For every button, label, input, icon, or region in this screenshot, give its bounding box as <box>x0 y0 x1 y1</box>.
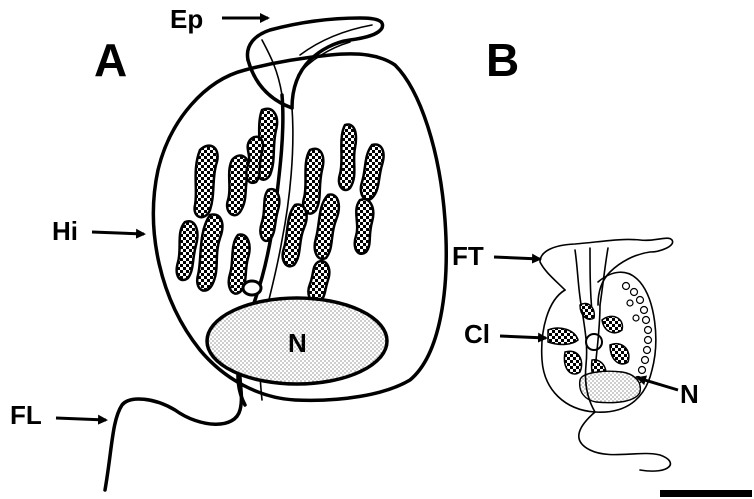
epiplasm-a-inner <box>262 25 372 95</box>
arrow-cl <box>500 336 546 338</box>
label-ft: FT <box>452 241 484 271</box>
arrow-fl <box>56 418 106 420</box>
stigma-a <box>243 281 261 295</box>
panel-a: N A Ep Hi FL <box>10 4 446 490</box>
arrow-ft <box>494 257 540 259</box>
arrow-hi <box>92 232 144 234</box>
flagellum-b <box>579 412 671 471</box>
label-cl: Cl <box>464 319 490 349</box>
scale-bar <box>660 490 752 497</box>
arrow-n-b <box>638 378 678 390</box>
label-fl: FL <box>10 400 42 430</box>
flagellar-tip-b-lines <box>575 248 608 312</box>
panel-b: B FT <box>452 34 752 497</box>
label-ep: Ep <box>170 4 203 34</box>
flagellar-tip-b <box>540 238 673 305</box>
chloroplasts-a <box>177 109 384 303</box>
nucleus-a-label: N <box>288 328 307 358</box>
panel-b-letter: B <box>486 34 519 86</box>
label-n-b: N <box>680 379 699 409</box>
label-hi: Hi <box>52 216 78 246</box>
contractile-vacuole-b <box>586 334 602 350</box>
panel-a-letter: A <box>94 34 127 86</box>
flagellum-a <box>105 360 241 490</box>
